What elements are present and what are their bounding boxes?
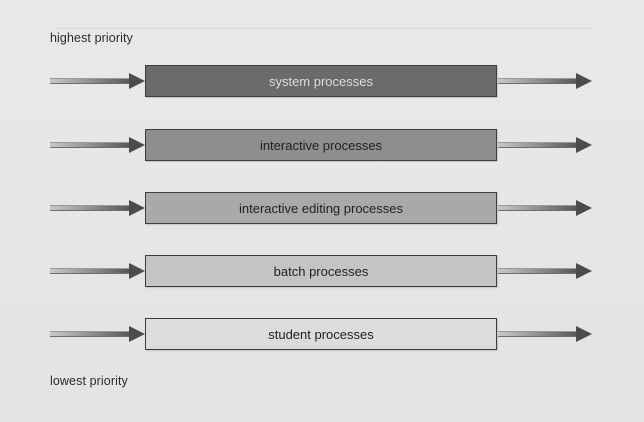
queue-label: system processes: [268, 73, 374, 89]
lowest-priority-label: lowest priority: [50, 374, 128, 388]
arrow-out-icon: [498, 73, 592, 89]
arrow-in-icon: [50, 73, 145, 89]
queue-row-student: student processes: [0, 316, 644, 352]
queue-box-system: system processes: [145, 65, 497, 97]
arrow-in-icon: [50, 200, 145, 216]
queue-row-system: system processes: [0, 63, 644, 99]
queue-box-interactive-editing: interactive editing processes: [145, 192, 497, 224]
queue-label: interactive editing processes: [238, 200, 404, 216]
highest-priority-label: highest priority: [50, 31, 133, 45]
arrow-out-icon: [498, 200, 592, 216]
queue-box-student: student processes: [145, 318, 497, 350]
queue-row-interactive: interactive processes: [0, 127, 644, 163]
queue-label: student processes: [268, 326, 374, 342]
arrow-out-icon: [498, 137, 592, 153]
arrow-in-icon: [50, 326, 145, 342]
queue-box-batch: batch processes: [145, 255, 497, 287]
queue-label: interactive processes: [259, 137, 383, 153]
queue-label: batch processes: [273, 263, 369, 279]
queue-box-interactive: interactive processes: [145, 129, 497, 161]
queue-row-interactive-editing: interactive editing processes: [0, 190, 644, 226]
arrow-in-icon: [50, 137, 145, 153]
arrow-out-icon: [498, 263, 592, 279]
arrow-in-icon: [50, 263, 145, 279]
divider: [52, 28, 592, 29]
queue-row-batch: batch processes: [0, 253, 644, 289]
arrow-out-icon: [498, 326, 592, 342]
